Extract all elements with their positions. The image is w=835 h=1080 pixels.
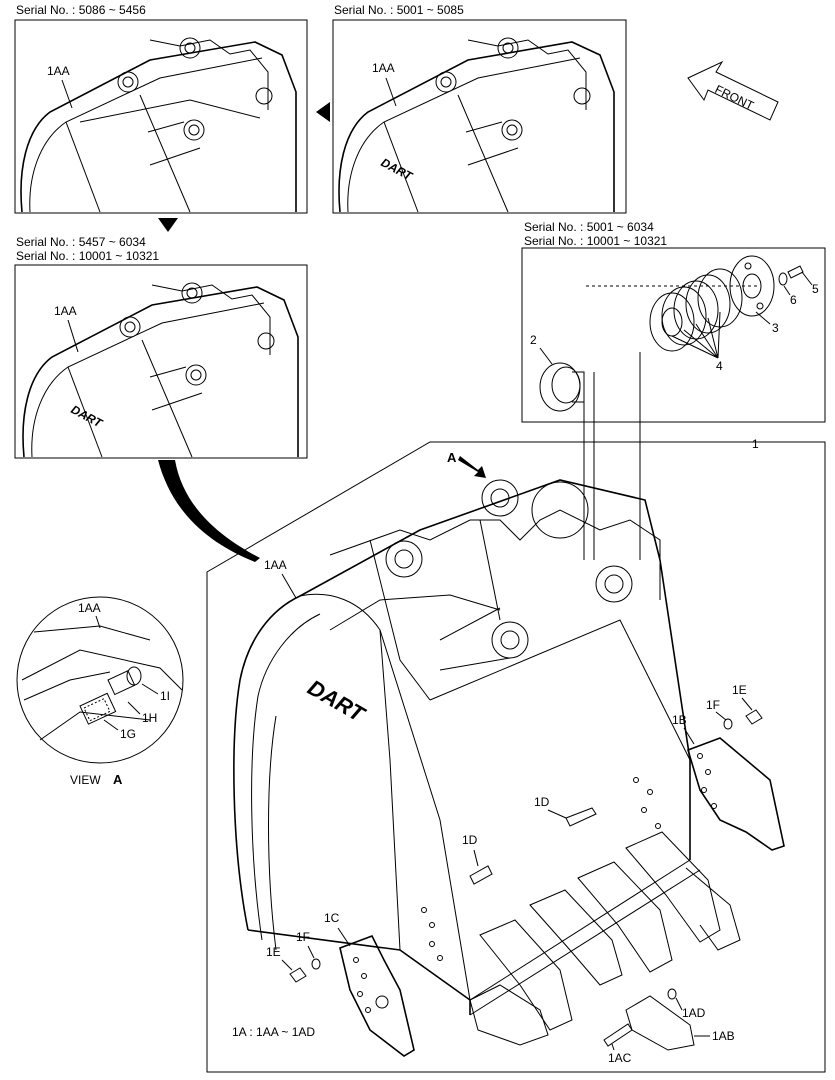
detail-circle <box>531 481 589 539</box>
bucket-sketch-top-left <box>20 37 297 213</box>
washer-1F-right <box>723 718 733 730</box>
teeth-row <box>469 831 741 1046</box>
label-1E-left: 1E <box>266 945 281 959</box>
inset-top-left: Serial No. : 5086 ~ 5456 1AA <box>14 3 308 214</box>
inset-mid-left-frame <box>14 264 308 459</box>
leader-1AA-top-mid <box>385 77 397 107</box>
inset-mid-left: Serial No. : 5457 ~ 6034 Serial No. : 10… <box>14 235 308 459</box>
bucket-sketch-top-mid <box>338 37 615 213</box>
arrow-down-icon <box>158 218 178 232</box>
label-assembly-1: 1 <box>752 437 759 451</box>
nut-1E-left <box>289 967 307 983</box>
label-3: 3 <box>772 321 779 335</box>
arrow-letter-a: A <box>447 450 457 465</box>
view-a-detail <box>16 596 184 764</box>
label-1AA-top-left: 1AA <box>47 64 70 78</box>
label-1AB: 1AB <box>712 1029 735 1043</box>
label-2: 2 <box>530 333 537 347</box>
view-label-1G: 1G <box>120 727 136 741</box>
leader-1AA-mid-left <box>67 319 79 353</box>
pin-part-1AC <box>603 1023 633 1047</box>
curved-arrow-icon <box>158 460 260 562</box>
bucket-sketch-mid-left <box>22 282 299 458</box>
formula-1A: 1A : 1AA ~ 1AD <box>232 1025 315 1039</box>
pin-boss-part-2 <box>539 362 585 412</box>
bolt-1D-right <box>565 807 597 827</box>
inset-top-mid-frame <box>332 19 627 214</box>
view-label-1I: 1I <box>160 689 170 703</box>
view-a-arrow-icon: A <box>447 450 486 478</box>
side-cutter-part-1B <box>687 737 785 851</box>
bolt-part-5 <box>787 265 804 279</box>
leader-4 <box>671 311 721 359</box>
label-1D-right: 1D <box>534 795 550 809</box>
projection-lines-pin <box>583 372 595 560</box>
label-1AC: 1AC <box>608 1051 632 1065</box>
view-label-1H: 1H <box>142 711 157 725</box>
washer-part-6 <box>778 272 788 286</box>
inset-top-left-frame <box>14 19 308 214</box>
view-label-1AA: 1AA <box>78 601 101 615</box>
label-1D-left: 1D <box>462 833 478 847</box>
pin-group-serial-2: Serial No. : 10001 ~ 10321 <box>524 234 667 248</box>
inset-top-left-serial: Serial No. : 5086 ~ 5456 <box>16 3 146 17</box>
bucket-main-drawing <box>233 479 701 1016</box>
arrow-left-icon <box>316 102 330 122</box>
label-1E-right: 1E <box>732 683 747 697</box>
label-6: 6 <box>790 293 797 307</box>
label-1AA-mid-left: 1AA <box>54 304 77 318</box>
front-label: FRONT <box>713 82 757 113</box>
side-cutter-part-1C <box>339 934 415 1057</box>
label-1AA-main: 1AA <box>264 558 287 572</box>
inset-mid-left-serial-1: Serial No. : 5457 ~ 6034 <box>16 235 146 249</box>
pin-group-serial-1: Serial No. : 5001 ~ 6034 <box>524 220 654 234</box>
label-1B: 1B <box>672 713 687 727</box>
nut-1E-right <box>745 709 763 725</box>
label-1AA-top-mid: 1AA <box>372 61 395 75</box>
view-title: VIEW <box>70 773 101 787</box>
leader-1AA-top-left <box>61 79 73 109</box>
washer-1F-left <box>311 958 321 970</box>
front-arrow-icon: FRONT <box>687 60 779 121</box>
label-4: 4 <box>716 359 723 373</box>
main-assembly-frame: 1 <box>206 437 826 1073</box>
bolt-1D-left <box>469 865 493 885</box>
logo-main: DART <box>304 675 370 728</box>
shim-stack-part-4 <box>649 268 743 352</box>
pin-group-frame <box>521 247 826 423</box>
label-1F-left: 1F <box>296 930 310 944</box>
inset-top-mid-serial: Serial No. : 5001 ~ 5085 <box>334 3 464 17</box>
label-1F-right: 1F <box>706 698 720 712</box>
inset-pin-group: Serial No. : 5001 ~ 6034 Serial No. : 10… <box>521 220 826 423</box>
label-5: 5 <box>812 282 819 296</box>
label-1C: 1C <box>324 911 340 925</box>
inset-top-mid: Serial No. : 5001 ~ 5085 DART 1AA <box>332 3 627 214</box>
inset-mid-left-serial-2: Serial No. : 10001 ~ 10321 <box>16 249 159 263</box>
label-1AD: 1AD <box>682 1006 706 1020</box>
view-letter: A <box>113 772 123 787</box>
